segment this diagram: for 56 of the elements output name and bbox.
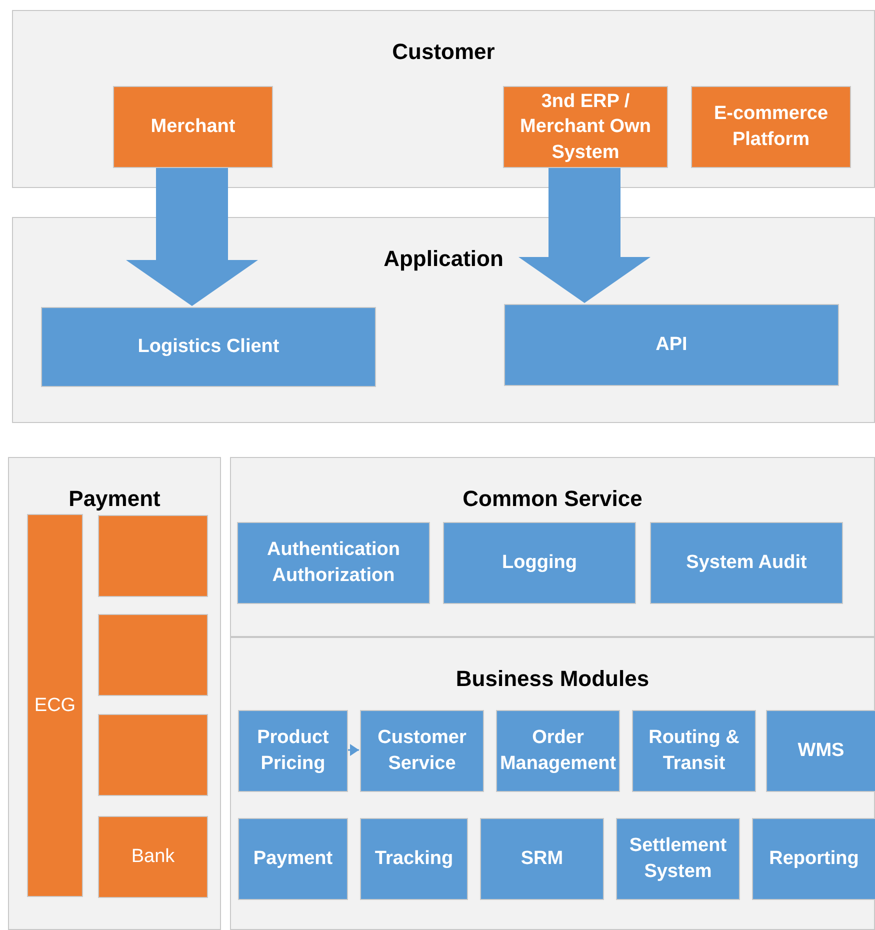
layer-title: Payment	[68, 485, 162, 513]
box-label: Reporting	[768, 847, 860, 872]
block-arrow	[126, 167, 258, 306]
box-label: API	[654, 333, 688, 358]
layer-panel	[12, 217, 875, 423]
box-label: Customer Service	[376, 726, 468, 776]
box-label: Bank	[130, 845, 176, 870]
layer-panel	[12, 10, 875, 188]
module-box	[360, 818, 468, 900]
module-box	[766, 710, 875, 792]
box-label: Order Management	[498, 726, 618, 776]
module-box	[238, 710, 348, 792]
layer-title: Application	[382, 245, 504, 273]
box-label: ECG	[33, 694, 77, 718]
module-box	[632, 710, 756, 792]
box-label: Logging	[501, 551, 578, 576]
module-box	[752, 818, 875, 900]
module-box	[480, 818, 604, 900]
box-label: WMS	[796, 739, 846, 764]
layer-panel	[230, 637, 875, 930]
module-box	[238, 818, 348, 900]
process-box	[113, 86, 273, 168]
payment-box	[98, 714, 208, 796]
module-box	[237, 522, 430, 604]
module-box	[496, 710, 620, 792]
layer-title: Business Modules	[454, 665, 650, 693]
box-label: System Audit	[685, 551, 808, 576]
process-box	[503, 86, 668, 168]
payment-box	[27, 514, 83, 897]
box-label: Tracking	[374, 847, 454, 872]
box-label: E-commerce Platform	[712, 102, 830, 152]
block-arrow	[518, 167, 650, 303]
module-box	[41, 307, 376, 387]
module-box	[360, 710, 484, 792]
box-label: SRM	[520, 847, 564, 872]
layer-title: Customer	[391, 38, 496, 66]
layer-panel	[8, 457, 221, 930]
module-box	[504, 304, 839, 386]
module-box	[650, 522, 843, 604]
box-label: 3nd ERP / Merchant Own System	[519, 90, 652, 165]
box-label: Routing & Transit	[648, 726, 740, 776]
module-box	[616, 818, 740, 900]
box-label: Merchant	[150, 115, 236, 140]
box-label: Authentication Authorization	[266, 538, 401, 588]
layer-panel	[230, 457, 875, 637]
arrow	[347, 744, 359, 756]
process-box	[691, 86, 851, 168]
box-label: Logistics Client	[136, 335, 280, 360]
payment-box	[98, 816, 208, 898]
module-box	[443, 522, 636, 604]
box-label: Settlement System	[628, 834, 728, 884]
box-label: Payment	[252, 847, 334, 872]
payment-box	[98, 515, 208, 597]
payment-box	[98, 614, 208, 696]
box-label: Product Pricing	[256, 726, 330, 776]
layer-title: Common Service	[462, 485, 644, 513]
